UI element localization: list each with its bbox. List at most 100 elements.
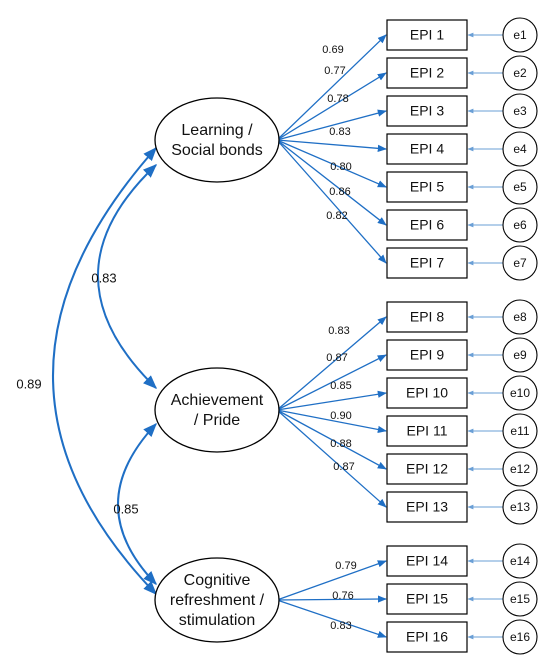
indicator-label: EPI 3 <box>410 103 444 119</box>
error-term-label: e9 <box>513 348 527 362</box>
indicator-box <box>386 19 468 51</box>
indicator-box <box>386 57 468 89</box>
error-term-label: e1 <box>513 28 527 42</box>
error-term-circle <box>502 619 538 655</box>
error-term-circle <box>502 17 538 53</box>
indicator-label: EPI 14 <box>406 553 448 569</box>
loading-value: 0.69 <box>322 44 343 56</box>
correlation-layer <box>52 146 158 596</box>
loading-path-arrow <box>276 109 387 141</box>
latent-factor-label: Achievement <box>171 392 264 409</box>
loading-value: 0.85 <box>330 380 351 392</box>
latent-factor-label: Social bonds <box>171 142 263 159</box>
loading-path-arrow <box>276 409 387 470</box>
loading-path-arrow <box>276 390 387 411</box>
loading-path-arrow <box>276 595 387 603</box>
loading-value: 0.88 <box>330 438 351 450</box>
error-term-label: e10 <box>510 386 530 400</box>
error-term-label: e4 <box>513 142 527 156</box>
loading-value: 0.90 <box>330 410 351 422</box>
error-term-label: e8 <box>513 310 527 324</box>
error-term-label: e15 <box>510 592 530 606</box>
indicator-label: EPI 7 <box>410 255 444 271</box>
latent-factor-label: / Pride <box>194 412 240 429</box>
loading-path-arrow <box>276 599 387 638</box>
latent-factor-label: Cognitive <box>184 572 251 589</box>
loading-value: 0.79 <box>335 560 356 572</box>
indicator-box <box>386 545 468 577</box>
error-term-circle <box>502 337 538 373</box>
error-term-circle <box>502 581 538 617</box>
error-term-circle <box>502 543 538 579</box>
error-term-circle <box>502 413 538 449</box>
loading-value: 0.83 <box>330 620 351 632</box>
latent-factor-ellipse <box>154 97 280 183</box>
indicator-box <box>386 583 468 615</box>
loading-value: 0.77 <box>324 65 345 77</box>
loading-value: 0.82 <box>326 210 347 222</box>
loading-value: 0.78 <box>327 93 348 105</box>
indicator-box <box>386 377 468 409</box>
latent-factor-label: refreshment / <box>170 592 265 609</box>
indicator-label: EPI 9 <box>410 347 444 363</box>
error-term-label: e11 <box>510 424 529 438</box>
error-term-circle <box>502 489 538 525</box>
loading-value: 0.87 <box>333 461 354 473</box>
indicator-label: EPI 1 <box>410 27 444 43</box>
indicator-label: EPI 10 <box>406 385 448 401</box>
correlation-value: 0.85 <box>113 501 138 516</box>
latent-factor-ellipse <box>154 557 280 643</box>
correlation-value: 0.89 <box>16 376 41 391</box>
latent-factor-ellipse <box>154 367 280 453</box>
indicator-box <box>386 339 468 371</box>
loading-path-arrow <box>276 72 387 141</box>
indicator-label: EPI 2 <box>410 65 444 81</box>
loading-path-arrow <box>276 34 387 141</box>
error-term-circle <box>502 245 538 281</box>
loading-path-arrow <box>276 354 387 411</box>
indicator-label: EPI 16 <box>406 629 448 645</box>
error-term-label: e5 <box>513 180 527 194</box>
factor-correlation-arrow <box>97 164 158 389</box>
indicator-box <box>386 209 468 241</box>
error-term-circle <box>502 93 538 129</box>
indicator-label: EPI 5 <box>410 179 444 195</box>
error-term-label: e14 <box>510 554 530 568</box>
indicator-box <box>386 621 468 653</box>
error-term-label: e2 <box>513 66 527 80</box>
loading-value: 0.83 <box>329 126 350 138</box>
loading-value: 0.83 <box>328 325 349 337</box>
correlation-value: 0.83 <box>91 270 116 285</box>
loading-path-arrow <box>276 139 387 152</box>
indicator-box <box>386 453 468 485</box>
error-term-circle <box>502 55 538 91</box>
latent-factor-label: stimulation <box>179 612 255 629</box>
indicator-box <box>386 491 468 523</box>
error-term-circle <box>502 375 538 411</box>
indicator-box <box>386 415 468 447</box>
error-term-label: e3 <box>513 104 527 118</box>
indicator-box <box>386 95 468 127</box>
loading-value: 0.87 <box>326 352 347 364</box>
indicator-label: EPI 6 <box>410 217 444 233</box>
loading-path-arrow <box>276 139 387 226</box>
loading-path-arrow <box>276 409 387 434</box>
indicator-label: EPI 11 <box>407 423 448 439</box>
nodes-layer <box>154 17 538 655</box>
error-term-circle <box>502 131 538 167</box>
error-term-circle <box>502 169 538 205</box>
loading-value: 0.76 <box>332 590 353 602</box>
loading-path-arrow <box>276 139 387 264</box>
loading-path-arrow <box>276 560 387 601</box>
indicator-box <box>386 171 468 203</box>
indicator-label: EPI 12 <box>406 461 448 477</box>
loading-path-arrow <box>276 139 387 188</box>
error-term-label: e12 <box>510 462 530 476</box>
loading-paths-layer <box>276 32 503 640</box>
error-term-circle <box>502 299 538 335</box>
factor-correlation-arrow <box>117 422 157 586</box>
error-term-label: e6 <box>513 218 527 232</box>
indicator-box <box>386 247 468 279</box>
